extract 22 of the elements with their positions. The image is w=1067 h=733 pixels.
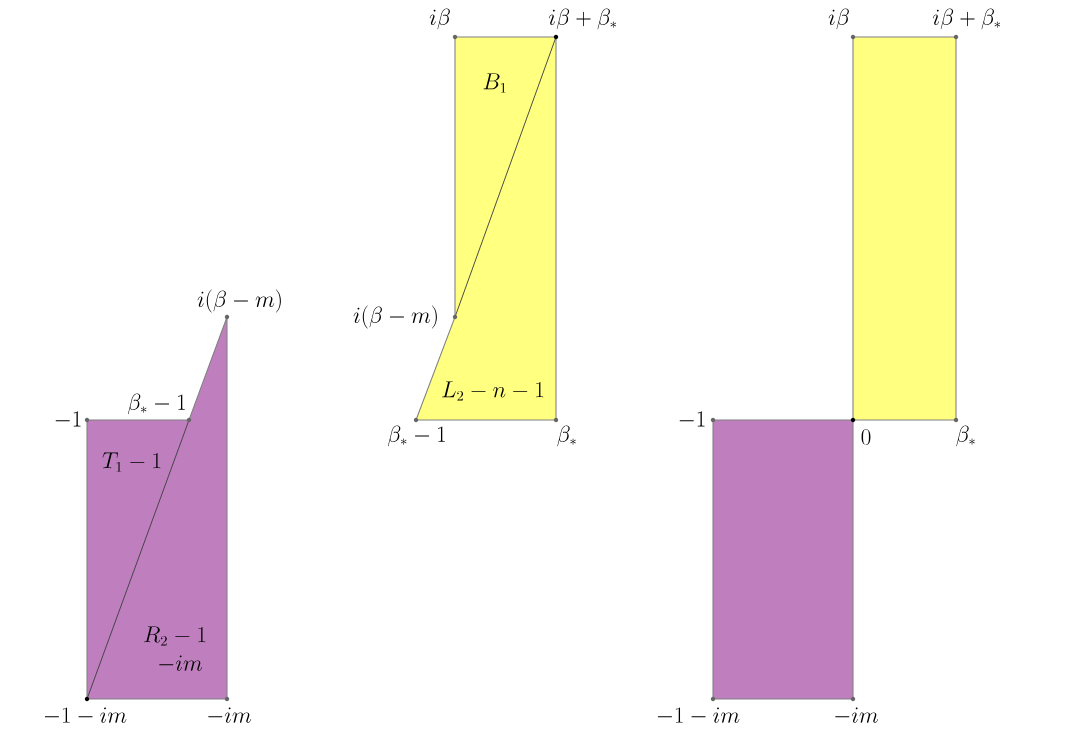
region-label: $T_1 - 1$ — [102, 452, 161, 472]
point-label: $i(\beta - m)$ — [197, 289, 281, 313]
point-label: $i\beta + \beta_*$ — [933, 8, 1000, 30]
point-label: $\beta_*$ — [557, 425, 576, 447]
rectangle-region — [852, 36, 957, 421]
point-label: $i(\beta - m)$ — [353, 305, 437, 329]
region-label: $-im$ — [159, 655, 202, 671]
point-label: $\beta_* - 1$ — [387, 425, 445, 447]
point-label: $i\beta$ — [828, 8, 849, 30]
region-label: $B_1$ — [483, 73, 506, 93]
point-label: $-1$ — [679, 411, 705, 427]
point-label: $-1 - im$ — [44, 707, 127, 723]
point-label: $\beta_* - 1$ — [127, 393, 185, 415]
point-label: $-im$ — [208, 707, 251, 723]
point-label: $-1 - im$ — [657, 707, 740, 723]
point-label: $\beta_*$ — [956, 425, 975, 447]
point-label: $-im$ — [835, 707, 878, 723]
region-label: $R_2 - 1$ — [144, 626, 206, 646]
rectangle-region — [712, 419, 854, 700]
point-label: $i\beta + \beta_*$ — [549, 8, 616, 30]
region-label: $L_2 - n - 1$ — [442, 381, 544, 401]
point-label: $0$ — [861, 429, 871, 445]
